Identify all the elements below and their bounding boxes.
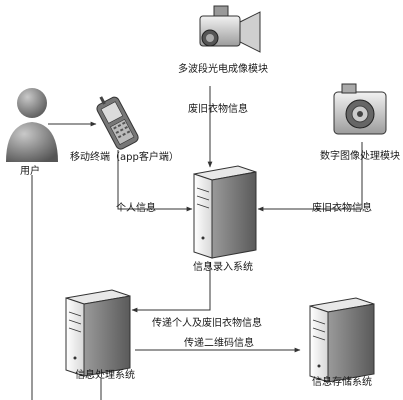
info-storage-system-label: 信息存储系统 [312,377,372,388]
edge-label-camera-to-entry: 废旧衣物信息 [188,104,248,115]
mobile-terminal-label: 移动终端（app客户端） [70,152,179,163]
video-camera-icon [199,5,261,53]
edge-dip-to-entry [257,142,363,212]
mobile-phone-icon [96,96,139,150]
edge-label-processing-to-storage: 传递二维码信息 [184,338,254,349]
connectors [31,86,363,400]
edge-label-mobile-to-entry: 个人信息 [116,203,156,214]
edge-entry-to-processing [131,262,211,313]
edge-mobile-to-entry [117,150,193,212]
multiband-imaging-label: 多波段光电成像模块 [178,64,268,75]
edge-label-entry-to-processing: 传递个人及废旧衣物信息 [152,318,262,329]
digital-camera-icon [333,83,387,135]
edge-label-dip-to-entry: 废旧衣物信息 [312,203,372,214]
info-storage-server-icon [309,297,375,383]
info-entry-server-icon [193,165,257,259]
info-processing-server-icon [65,289,131,377]
digital-image-processing-label: 数字图像处理模块 [320,151,400,162]
user-icon [6,88,58,162]
info-processing-system-label: 信息处理系统 [75,370,135,381]
info-entry-system-label: 信息录入系统 [193,262,253,273]
user-label: 用户 [20,166,40,177]
